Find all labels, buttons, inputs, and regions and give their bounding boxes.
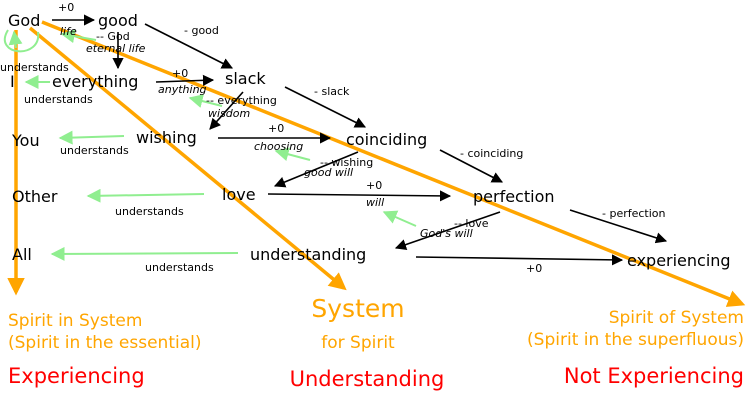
- label-gods-will: God's will: [420, 227, 473, 240]
- green-coinciding-to-wishing: [274, 147, 311, 161]
- label-will: will: [366, 196, 384, 209]
- label-eternal-life: eternal life: [86, 42, 146, 55]
- label-minus-coinciding: - coinciding: [460, 147, 523, 160]
- label-understands-all: understands: [145, 261, 214, 274]
- orange-line-right: [41, 20, 746, 307]
- label-minus-love: -- love: [454, 217, 489, 230]
- arrow-perfection-experiencing: [569, 209, 668, 244]
- green-wishing-to-you: [58, 130, 125, 145]
- label-choosing: choosing: [254, 140, 303, 153]
- arrow-everything-slack: [155, 74, 215, 86]
- green-slack-to-everything: [188, 94, 223, 108]
- arrow-understanding-experiencing: [415, 254, 624, 266]
- label-plus0-understanding-experiencing: +0: [526, 262, 542, 275]
- label-understands-i: understands: [24, 93, 93, 106]
- caption-mid-status: Understanding: [290, 367, 445, 391]
- label-plus0-god-good: +0: [58, 1, 74, 14]
- node-perfection: perfection: [473, 187, 555, 206]
- green-arrows: [24, 29, 417, 261]
- arrow-coinciding-love: [273, 151, 359, 188]
- arrow-perfection-understanding: [394, 211, 501, 250]
- node-all: All: [12, 245, 32, 264]
- label-minus-wishing: -- wishing: [320, 156, 373, 169]
- label-minus-god: -- God: [96, 30, 130, 43]
- label-minus-good: - good: [184, 24, 219, 37]
- god-self-loop: [4, 29, 40, 53]
- caption-left-status: Experiencing: [8, 364, 145, 388]
- node-i: I: [10, 72, 15, 91]
- green-understanding-to-all: [50, 246, 239, 261]
- label-understands-other: understands: [115, 205, 184, 218]
- caption-right-status: Not Experiencing: [564, 364, 744, 388]
- node-experiencing: experiencing: [627, 251, 731, 270]
- black-arrows: [52, 14, 668, 266]
- orange-axes: [7, 20, 746, 307]
- caption-right-sub: (Spirit in the superfluous): [527, 330, 744, 350]
- arrow-coinciding-perfection: [439, 149, 503, 183]
- green-perfection-to-love: [382, 210, 417, 227]
- node-slack: slack: [225, 69, 266, 88]
- caption-left-sub: (Spirit in the essential): [8, 333, 202, 353]
- label-life: life: [60, 25, 77, 38]
- node-good: good: [98, 11, 138, 30]
- green-love-to-other: [86, 188, 205, 203]
- node-wishing: wishing: [136, 128, 197, 147]
- arrow-slack-coinciding: [284, 86, 367, 128]
- node-you: You: [11, 131, 40, 150]
- bottom-captions: Spirit in System (Spirit in the essentia…: [8, 294, 744, 391]
- god-self-loop-back: [8, 30, 23, 49]
- orange-line-middle: [28, 26, 347, 291]
- node-everything: everything: [52, 72, 138, 91]
- label-anything: anything: [158, 83, 207, 96]
- node-love: love: [222, 185, 256, 204]
- label-minus-everything: -- everything: [206, 94, 277, 107]
- label-understands-you: understands: [60, 144, 129, 157]
- label-plus0-love-perfection: +0: [366, 179, 382, 192]
- nodes: God good I everything slack You wishing …: [8, 11, 731, 270]
- edge-labels: +0 life -- God eternal life - good under…: [0, 1, 666, 275]
- label-plus0-everything-slack: +0: [172, 67, 188, 80]
- label-understands-god: understands: [0, 61, 69, 74]
- caption-right-title: Spirit of System: [609, 308, 744, 328]
- label-minus-slack: - slack: [314, 85, 350, 98]
- label-good-will: good will: [304, 166, 353, 179]
- arrow-good-slack: [144, 23, 233, 69]
- label-minus-perfection: - perfection: [602, 207, 666, 220]
- node-other: Other: [12, 187, 58, 206]
- node-god: God: [8, 11, 40, 30]
- arrow-slack-wishing: [209, 91, 244, 130]
- label-plus0-wishing-coinciding: +0: [268, 122, 284, 135]
- caption-mid-sub: for Spirit: [321, 333, 395, 353]
- caption-mid-title: System: [311, 294, 404, 323]
- green-good-to-god: [60, 29, 97, 44]
- node-coinciding: coinciding: [346, 130, 427, 149]
- caption-left-title: Spirit in System: [8, 311, 142, 331]
- arrow-love-perfection: [267, 190, 452, 202]
- node-understanding: understanding: [250, 245, 366, 264]
- label-wisdom: wisdom: [208, 107, 250, 120]
